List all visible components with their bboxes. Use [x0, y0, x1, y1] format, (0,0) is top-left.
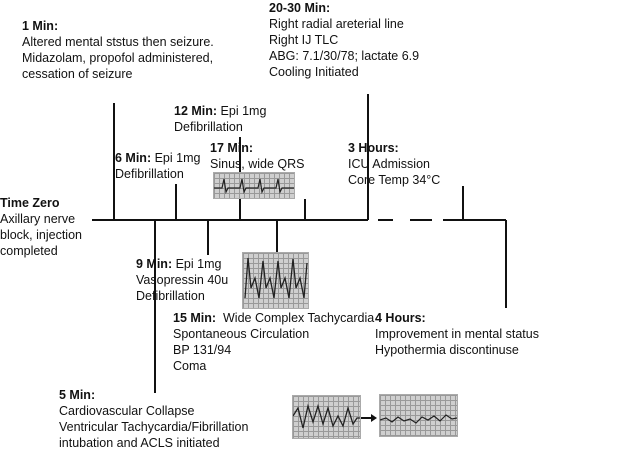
- event-line: intubation and ACLS initiated: [59, 436, 220, 450]
- event-20-30-min: 20-30 Min: Right radial areterial line R…: [269, 0, 419, 80]
- event-title: 17 Min:: [210, 141, 254, 155]
- event-title: 4 Hours:: [375, 311, 426, 325]
- event-17-min: 17 Min: Sinus, wide QRS: [210, 140, 304, 172]
- event-line: Ventricular Tachycardia/Fibrillation: [59, 420, 249, 434]
- ecg-strip-ventricular-tachycardia: [292, 395, 361, 439]
- event-line: BP 131/94: [173, 343, 232, 357]
- event-title: Time Zero: [0, 196, 60, 210]
- event-line: Sinus, wide QRS: [210, 157, 305, 171]
- event-line: Defibrillation: [136, 289, 205, 303]
- event-5-min: 5 Min: Cardiovascular Collapse Ventricul…: [59, 387, 248, 451]
- event-line: Midazolam, propofol administered,: [22, 51, 214, 65]
- event-line: Right radial areterial line: [269, 17, 404, 31]
- event-title: 5 Min:: [59, 388, 96, 402]
- event-title: 3 Hours:: [348, 141, 399, 155]
- event-inline: Wide Complex Tachycardia: [216, 311, 375, 325]
- event-6-min: 6 Min: Epi 1mg Defibrillation: [115, 150, 200, 182]
- event-line: Defibrillation: [115, 167, 184, 181]
- event-title: 9 Min:: [136, 257, 173, 271]
- event-4-hours: 4 Hours: Improvement in mental status Hy…: [375, 310, 539, 358]
- event-15-min: 15 Min: Wide Complex Tachycardia Spontan…: [173, 310, 374, 374]
- event-line: completed: [0, 244, 58, 258]
- event-line: Hypothermia discontinuse: [375, 343, 519, 357]
- event-line: Spontaneous Circulation: [173, 327, 310, 341]
- event-line: cessation of seizure: [22, 67, 133, 81]
- ecg-strip-ventricular-fibrillation: [379, 394, 458, 437]
- event-line: Cooling Initiated: [269, 65, 359, 79]
- event-line: Core Temp 34°C: [348, 173, 441, 187]
- event-12-min: 12 Min: Epi 1mg Defibrillation: [174, 103, 266, 135]
- event-inline: Epi 1mg: [172, 257, 222, 271]
- ecg-strip-sinus-wide-qrs: [213, 172, 295, 199]
- event-line: Altered mental ststus then seizure.: [22, 35, 214, 49]
- event-title: 15 Min:: [173, 311, 217, 325]
- event-line: Vasopressin 40u: [136, 273, 229, 287]
- event-line: ICU Admission: [348, 157, 430, 171]
- ecg-strip-wide-complex-tachycardia: [242, 252, 309, 309]
- event-line: Improvement in mental status: [375, 327, 539, 341]
- event-9-min: 9 Min: Epi 1mg Vasopressin 40u Defibrill…: [136, 256, 228, 304]
- event-line: Axillary nerve: [0, 212, 76, 226]
- event-line: Coma: [173, 359, 207, 373]
- event-title: 12 Min:: [174, 104, 218, 118]
- event-title: 6 Min:: [115, 151, 152, 165]
- event-inline: Epi 1mg: [151, 151, 201, 165]
- event-line: block, injection: [0, 228, 82, 242]
- event-line: Right IJ TLC: [269, 33, 339, 47]
- event-inline: Epi 1mg: [217, 104, 267, 118]
- event-line: Cardiovascular Collapse: [59, 404, 195, 418]
- event-line: Defibrillation: [174, 120, 243, 134]
- event-title: 1 Min:: [22, 19, 59, 33]
- event-title: 20-30 Min:: [269, 1, 331, 15]
- arrow-head-icon: [371, 414, 377, 422]
- event-3-hours: 3 Hours: ICU Admission Core Temp 34°C: [348, 140, 440, 188]
- event-1-min: 1 Min: Altered mental ststus then seizur…: [22, 18, 214, 82]
- event-line: ABG: 7.1/30/78; lactate 6.9: [269, 49, 420, 63]
- event-time-zero: Time Zero Axillary nerve block, injectio…: [0, 195, 82, 259]
